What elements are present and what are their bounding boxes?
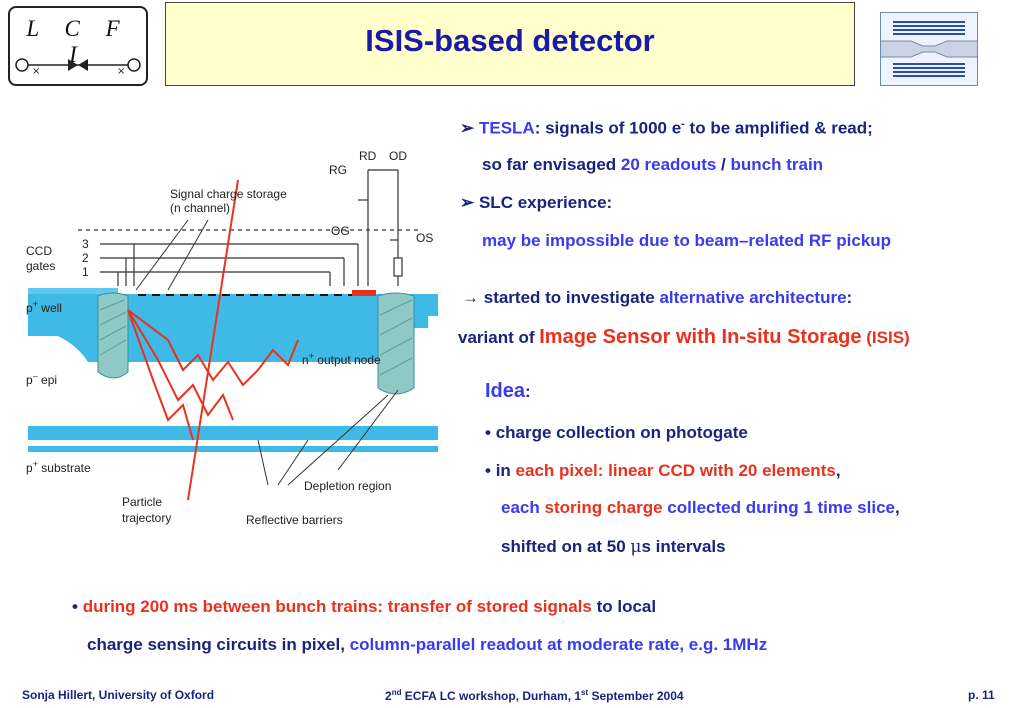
label-os: OS xyxy=(416,231,433,245)
label-particle-1: Particle xyxy=(122,495,162,509)
label-p-epi: p– epi xyxy=(26,371,57,387)
bottom-line-2: charge sensing circuits in pixel, column… xyxy=(87,635,768,654)
svg-text:×: × xyxy=(117,66,125,77)
footer-event: 2nd ECFA LC workshop, Durham, 1st Septem… xyxy=(385,688,684,703)
p-well-layer xyxy=(28,294,438,316)
bullet-slc-line2: may be impossible due to beam–related RF… xyxy=(482,231,892,250)
detector-emblem-icon xyxy=(876,12,982,86)
label-gate-2: 2 xyxy=(82,251,89,265)
arrow-bullet-icon: ➢ xyxy=(460,193,479,212)
dot-bullet-icon: • xyxy=(485,423,496,442)
bullet-tesla-line2: so far envisaged 20 readouts / bunch tra… xyxy=(482,155,824,174)
idea-item-2: • in each pixel: linear CCD with 20 elem… xyxy=(485,461,841,480)
idea-item-1: • charge collection on photogate xyxy=(485,423,748,442)
substrate-layer-bottom xyxy=(28,446,438,452)
label-output-node: n+ output node xyxy=(302,351,381,367)
label-od: OD xyxy=(389,149,407,163)
label-p-well: p+ well xyxy=(26,299,62,315)
bullet-tesla: ➢ TESLA: signals of 1000 e- to be amplif… xyxy=(460,118,873,138)
label-reflective: Reflective barriers xyxy=(246,513,343,527)
right-arrow-icon: → xyxy=(462,288,484,307)
dot-bullet-icon: • xyxy=(72,597,83,616)
particle-trajectory xyxy=(127,179,299,501)
lcfi-logo: L C F I × × xyxy=(8,6,148,86)
label-ccd-1: CCD xyxy=(26,244,52,258)
label-rg: RG xyxy=(329,163,347,177)
logo-text: L C F I xyxy=(26,16,130,67)
emblem-graphic xyxy=(876,21,982,77)
label-ccd-2: gates xyxy=(26,259,55,273)
label-storage-1: Signal charge storage xyxy=(170,187,287,201)
label-storage-2: (n channel) xyxy=(170,201,230,215)
label-depletion: Depletion region xyxy=(304,479,391,493)
substrate-layer-top xyxy=(28,426,438,440)
reflective-barrier-left xyxy=(97,292,129,379)
label-p-substrate: p+ substrate xyxy=(26,459,91,475)
arrow-investigate: → started to investigate alternative arc… xyxy=(462,288,853,307)
footer-author: Sonja Hillert, University of Oxford xyxy=(22,688,215,702)
idea-item-2-line2: each storing charge collected during 1 t… xyxy=(501,498,900,517)
isis-cross-section-diagram: RD OD RG OG OS Signal charge storage (n … xyxy=(26,149,438,527)
idea-heading: Idea: xyxy=(485,380,531,402)
label-gate-3: 3 xyxy=(82,237,89,251)
footer-page-number: p. 11 xyxy=(968,688,995,702)
output-node-marker xyxy=(352,290,376,296)
bottom-line-1: • during 200 ms between bunch trains: tr… xyxy=(72,597,657,616)
reflective-barrier-right xyxy=(377,292,415,395)
variant-line: variant of Image Sensor with In-situ Sto… xyxy=(458,326,910,348)
label-og: OG xyxy=(331,224,350,238)
dot-bullet-icon: • xyxy=(485,461,496,480)
svg-text:×: × xyxy=(32,66,40,77)
label-particle-2: trajectory xyxy=(122,511,171,525)
idea-item-2-line3: shifted on at 50 μs intervals xyxy=(501,537,726,557)
label-rd: RD xyxy=(359,149,377,163)
bullet-slc: ➢ SLC experience: xyxy=(460,193,613,212)
label-gate-1: 1 xyxy=(82,265,89,279)
arrow-bullet-icon: ➢ xyxy=(460,118,479,138)
page-title: ISIS-based detector xyxy=(365,23,655,58)
logo-graphic: × × xyxy=(15,58,141,77)
title-banner: ISIS-based detector xyxy=(165,2,855,86)
